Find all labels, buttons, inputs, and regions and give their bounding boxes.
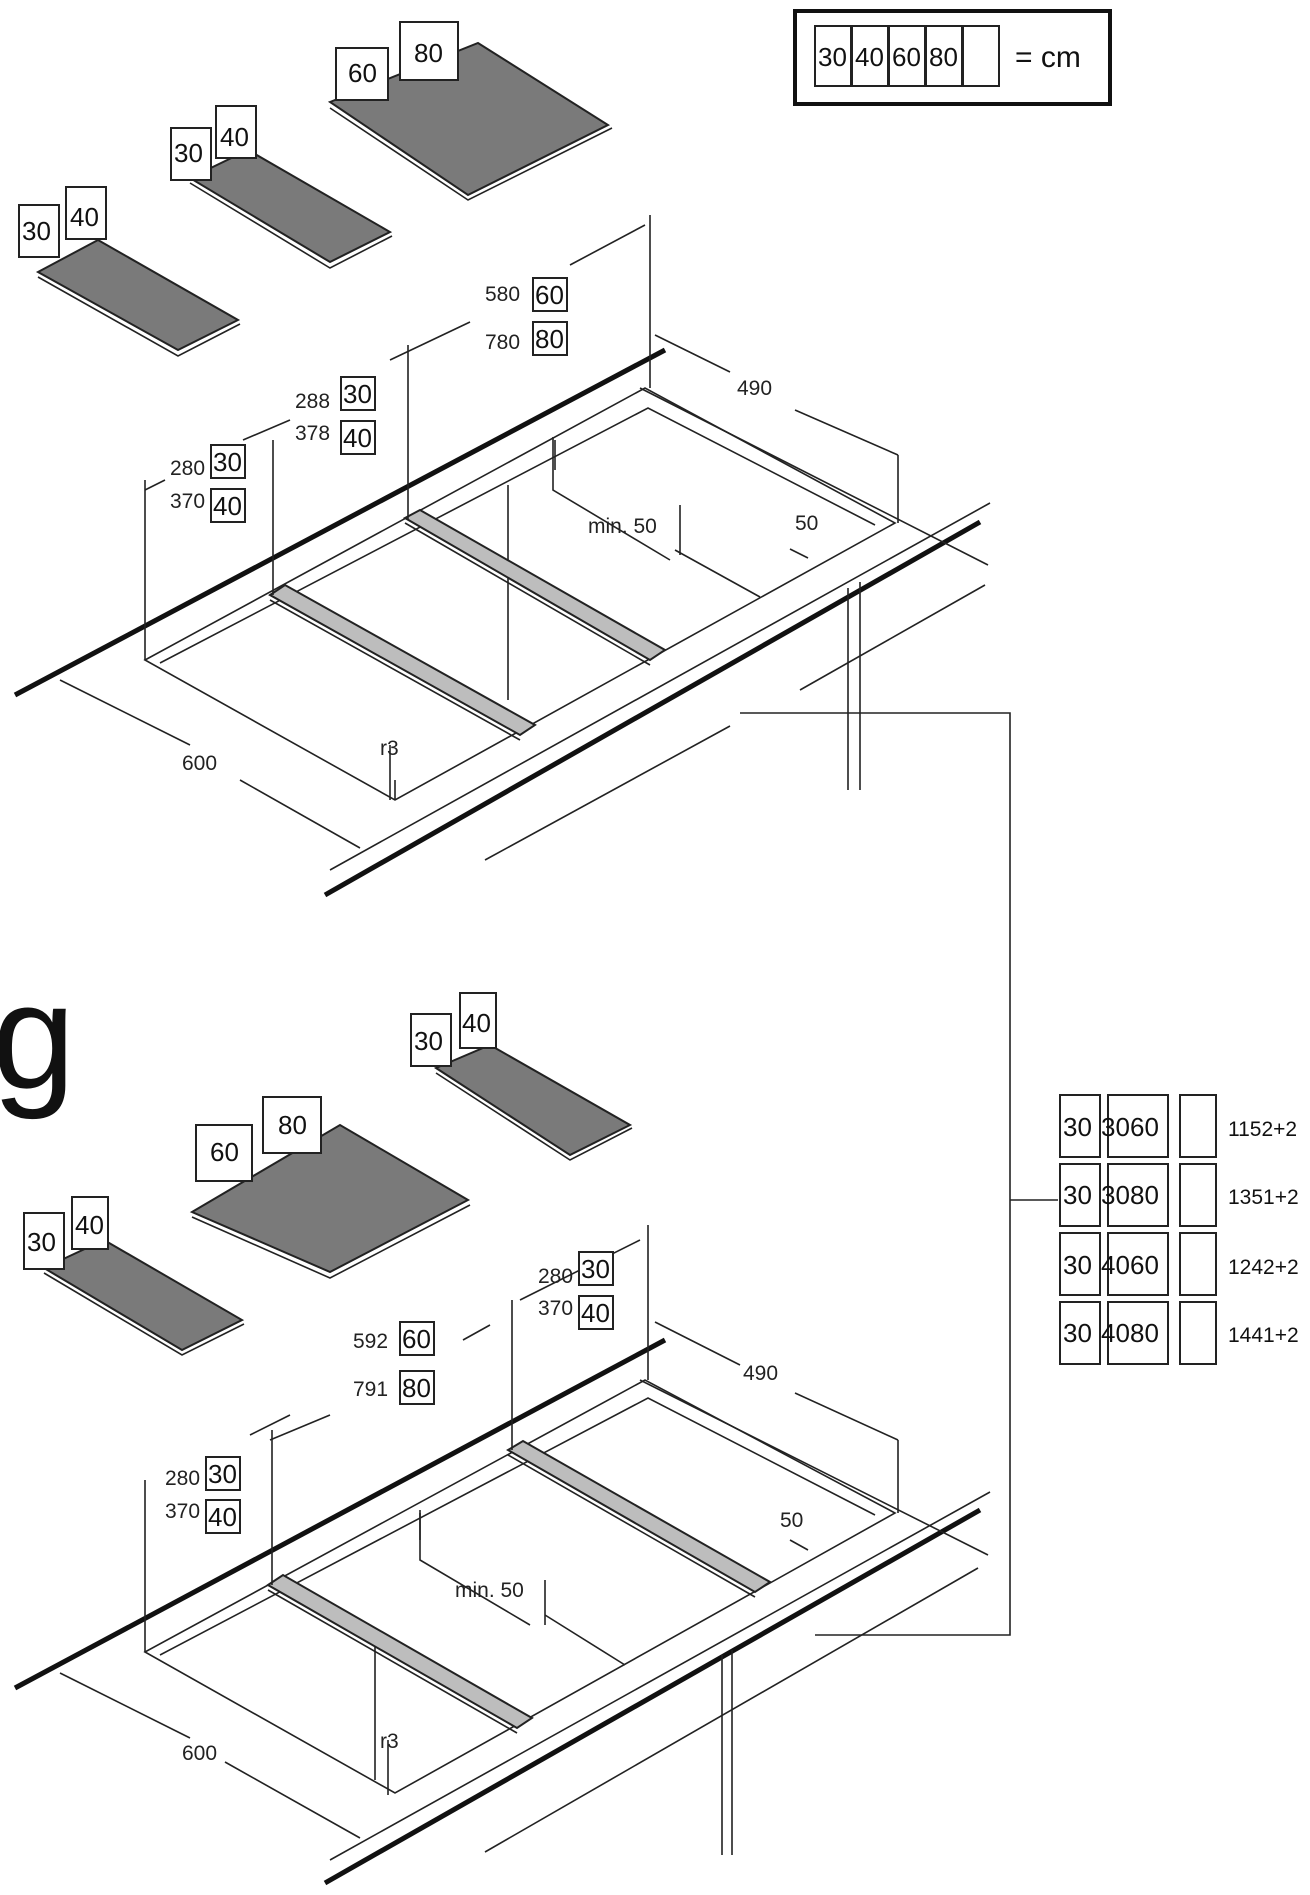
top-box-580: 60 bbox=[535, 280, 564, 310]
bottom-dim-280b: 280 bbox=[165, 1467, 200, 1490]
bottom-box-280a: 30 bbox=[581, 1254, 610, 1284]
top-plate-60-80: 60 80 bbox=[327, 21, 613, 201]
top-box-288: 30 bbox=[343, 379, 372, 409]
bottom-dim-50: 50 bbox=[780, 1509, 803, 1532]
combo-box-c: 80 bbox=[1130, 1180, 1159, 1210]
bottom-plate-label-60: 60 bbox=[210, 1137, 239, 1167]
top-dim-490: 490 bbox=[737, 377, 772, 400]
top-box-370: 40 bbox=[213, 491, 242, 521]
top-plate-label-40b: 40 bbox=[70, 202, 99, 232]
combo-box-a: 30 bbox=[1063, 1250, 1092, 1280]
bottom-plate-30-40-b: 30 40 bbox=[23, 1196, 245, 1356]
top-plate-label-60: 60 bbox=[348, 58, 377, 88]
combo-box-c: 60 bbox=[1130, 1112, 1159, 1142]
combo-box-a: 30 bbox=[1063, 1112, 1092, 1142]
combo-row: 30 30 60 1152+2 bbox=[1059, 1094, 1297, 1158]
bottom-plate-label-30a: 30 bbox=[414, 1026, 443, 1056]
bottom-dim-490: 490 bbox=[743, 1362, 778, 1385]
top-dim-288: 288 bbox=[295, 390, 330, 413]
bottom-box-592: 60 bbox=[402, 1324, 431, 1354]
top-dim-780: 780 bbox=[485, 331, 520, 354]
combo-box-a: 30 bbox=[1063, 1180, 1092, 1210]
combination-table: 30 30 60 1152+2 30 30 80 1351+2 30 40 60… bbox=[1010, 1094, 1299, 1365]
top-box-280: 30 bbox=[213, 447, 242, 477]
top-plate-30-40-b: 30 40 bbox=[18, 186, 241, 357]
bottom-dim-600: 600 bbox=[182, 1742, 217, 1765]
legend-size-30: 30 bbox=[818, 42, 847, 72]
combo-row: 30 40 60 1242+2 bbox=[1059, 1232, 1299, 1296]
top-dim-600: 600 bbox=[182, 752, 217, 775]
combo-value: 1242+2 bbox=[1228, 1256, 1299, 1279]
combo-box-b: 30 bbox=[1101, 1112, 1130, 1142]
combo-row: 30 30 80 1351+2 bbox=[1059, 1163, 1299, 1227]
top-dim-370: 370 bbox=[170, 490, 205, 513]
bottom-plate-label-40b: 40 bbox=[75, 1210, 104, 1240]
top-plate-label-30b: 30 bbox=[22, 216, 51, 246]
bottom-dim-370a: 370 bbox=[538, 1297, 573, 1320]
legend-size-60: 60 bbox=[892, 42, 921, 72]
top-box-378: 40 bbox=[343, 423, 372, 453]
bottom-plate-label-40a: 40 bbox=[462, 1008, 491, 1038]
top-box-780: 80 bbox=[535, 324, 564, 354]
bottom-dim-r3: r3 bbox=[380, 1730, 399, 1753]
bottom-plate-label-30b: 30 bbox=[27, 1227, 56, 1257]
combo-value: 1441+2 bbox=[1228, 1324, 1299, 1347]
side-letter: g bbox=[0, 952, 75, 1120]
unit-legend: 30 40 60 80 = cm bbox=[793, 9, 1112, 106]
bottom-box-791: 80 bbox=[402, 1373, 431, 1403]
top-plate-label-30a: 30 bbox=[174, 138, 203, 168]
legend-size-80: 80 bbox=[929, 42, 958, 72]
combo-box-b: 40 bbox=[1101, 1250, 1130, 1280]
combo-box-b: 30 bbox=[1101, 1180, 1130, 1210]
top-dim-580: 580 bbox=[485, 283, 520, 306]
top-dim-min50: min. 50 bbox=[588, 515, 657, 538]
bottom-dim-592: 592 bbox=[353, 1330, 388, 1353]
combo-value: 1351+2 bbox=[1228, 1186, 1299, 1209]
bottom-diagram: 30 40 60 80 30 40 bbox=[13, 992, 991, 1886]
combo-row: 30 40 80 1441+2 bbox=[1059, 1301, 1299, 1365]
bottom-dim-280a: 280 bbox=[538, 1265, 573, 1288]
top-dim-r3: r3 bbox=[380, 737, 399, 760]
bottom-dim-min50: min. 50 bbox=[455, 1579, 524, 1602]
top-dim-280: 280 bbox=[170, 457, 205, 480]
legend-unit: = cm bbox=[1015, 41, 1081, 74]
bottom-dim-791: 791 bbox=[353, 1378, 388, 1401]
bottom-plate-30-40-a: 30 40 bbox=[410, 992, 633, 1161]
bottom-box-370b: 40 bbox=[208, 1502, 237, 1532]
combo-box-c: 80 bbox=[1130, 1318, 1159, 1348]
combo-box-b: 40 bbox=[1101, 1318, 1130, 1348]
combo-value: 1152+2 bbox=[1228, 1118, 1297, 1141]
top-plate-30-40-a: 30 40 bbox=[170, 105, 393, 269]
top-plate-label-40a: 40 bbox=[220, 122, 249, 152]
top-dim-50: 50 bbox=[795, 512, 818, 535]
combo-box-a: 30 bbox=[1063, 1318, 1092, 1348]
bottom-dim-370b: 370 bbox=[165, 1500, 200, 1523]
bottom-plate-label-80: 80 bbox=[278, 1110, 307, 1140]
bottom-box-370a: 40 bbox=[581, 1298, 610, 1328]
bottom-plate-60-80: 60 80 bbox=[189, 1096, 471, 1279]
legend-size-40: 40 bbox=[855, 42, 884, 72]
bottom-box-280b: 30 bbox=[208, 1459, 237, 1489]
combo-box-c: 60 bbox=[1130, 1250, 1159, 1280]
top-dim-378: 378 bbox=[295, 422, 330, 445]
top-diagram: 60 80 30 40 30 40 bbox=[13, 21, 1011, 1636]
top-plate-label-80: 80 bbox=[414, 38, 443, 68]
